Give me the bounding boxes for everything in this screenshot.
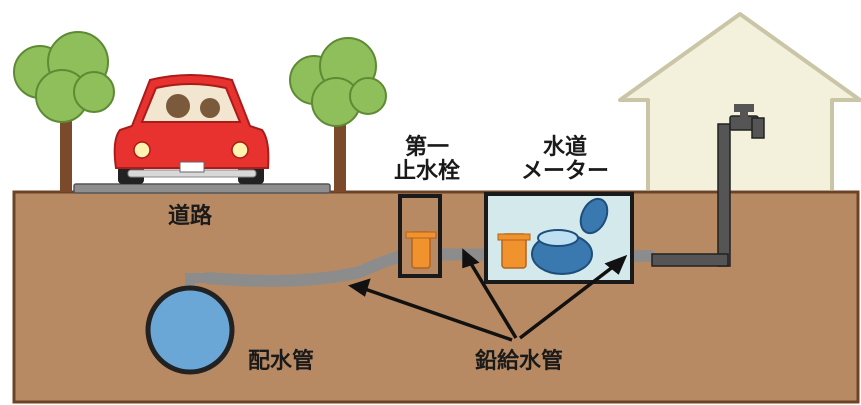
tree-left [13,31,115,192]
service-pipe-label: 鉛給水管 [475,349,564,374]
faucet-riser [717,104,765,267]
water-meter-box [484,192,634,284]
road-label: 道路 [168,204,213,229]
distribution-main-pipe [145,285,235,375]
water-meter-label-line2: メーター [520,159,609,184]
service-pipe [202,247,656,287]
distribution-main-label: 配水管 [248,349,315,374]
house [618,12,861,190]
tree-right [289,37,387,192]
service-pipe-arrows [347,248,628,342]
stop-valve-box [398,194,442,278]
road-surface [73,183,331,194]
car [113,74,270,184]
stop-valve-label-line2: 止水栓 [393,159,460,184]
pipe-to-riser [651,253,729,267]
stop-valve-label: 第一 止水栓 [385,136,469,184]
water-meter-label: 水道 メーター [510,136,620,184]
stop-valve-label-line1: 第一 [404,135,449,160]
water-meter-label-line1: 水道 [542,135,587,160]
